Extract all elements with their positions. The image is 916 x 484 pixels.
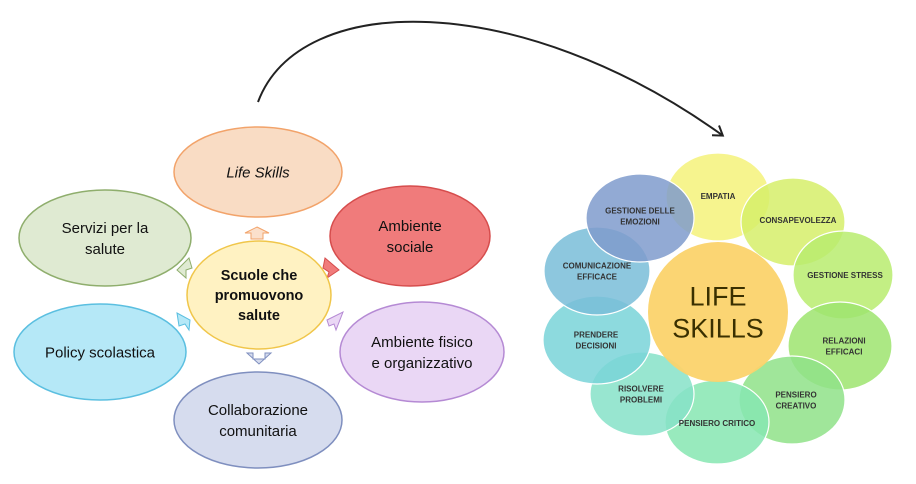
node-life-skills-shape [173,126,343,218]
node-policy: Policy scolastica [13,303,187,401]
skill-gestione-emozioni-label-line-2: EMOZIONI [620,217,660,226]
skill-empatia-label-line-1: EMPATIA [701,192,736,201]
skill-risolvere-label-line-2: PROBLEMI [620,395,662,404]
node-collaborazione: Collaborazione comunitaria [173,371,343,469]
node-policy-label-line-1: Policy scolastica [45,344,156,361]
node-ambiente-fisico-shape [339,301,505,403]
life-skills-wheel: EMPATIA CONSAPEVOLEZZA GESTIONE STRESS RELA… [542,152,894,465]
wheel-center-shape [648,242,788,382]
node-servizi-shape [18,189,192,287]
node-center-shape [186,240,332,350]
node-servizi-label-line-1: Servizi per la [62,220,149,237]
wheel-center-label-line-2: SKILLS [672,313,764,343]
node-policy-shape [13,303,187,401]
skill-pensiero-creativo-label-line-2: CREATIVO [776,401,817,410]
skill-gestione-emozioni [585,173,695,263]
node-center-label-line-2: promuovono [215,288,304,304]
skill-relazioni-label-line-1: RELAZIONI [822,336,865,345]
skill-consapevolezza-label-line-1: CONSAPEVOLEZZA [760,216,837,225]
node-center-label-line-3: salute [238,308,280,324]
node-ambiente-sociale-shape [329,185,491,287]
skill-prendere-label-line-2: DECISIONI [576,341,617,350]
arrow-up [244,226,270,240]
wheel-center-label-line-1: LIFE [689,281,746,311]
node-center-label-line-1: Scuole che [221,268,298,284]
skill-labels: EMPATIA CONSAPEVOLEZZA GESTIONE STRESS RELA… [563,192,884,428]
skill-gestione-emozioni-label-line-1: GESTIONE DELLE [605,206,675,215]
node-collaborazione-label-line-1: Collaborazione [208,402,308,419]
node-ambiente-fisico-label-line-1: Ambiente fisico [371,334,473,351]
node-servizi-label-line-2: salute [85,241,125,258]
node-ambiente-fisico-label-line-2: e organizzativo [372,355,473,372]
arrow-lower-right [326,310,344,332]
skill-comunicazione-label-line-1: COMUNICAZIONE [563,261,632,270]
block-arrows [176,226,344,365]
node-ambiente-sociale: Ambiente sociale [329,185,491,287]
skill-gestione-emozioni-shape [585,173,695,263]
arrow-lower-left [176,312,191,332]
skill-prendere-label-line-1: PRENDERE [574,330,619,339]
node-life-skills-label-line-1: Life Skills [226,164,290,181]
skill-gestione-stress-label-line-1: GESTIONE STRESS [807,271,883,280]
node-ambiente-fisico: Ambiente fisico e organizzativo [339,301,505,403]
arrow-down [245,352,273,365]
skill-pensiero-creativo-label-line-1: PENSIERO [775,390,816,399]
skill-comunicazione-label-line-2: EFFICACE [577,272,618,281]
arrow-upper-left [176,257,193,280]
node-ambiente-sociale-label-line-2: sociale [387,239,434,256]
arrow-upper-right [322,257,340,280]
skill-pensiero-critico-label-line-1: PENSIERO CRITICO [679,419,755,428]
node-center: Scuole che promuovono salute [186,240,332,350]
node-collaborazione-shape [173,371,343,469]
node-servizi: Servizi per la salute [18,189,192,287]
node-life-skills: Life Skills [173,126,343,218]
node-ambiente-sociale-label-line-1: Ambiente [378,218,441,235]
connector-arrow [257,20,725,137]
skill-relazioni-label-line-2: EFFICACI [826,347,863,356]
skill-risolvere-label-line-1: RISOLVERE [618,384,664,393]
node-collaborazione-label-line-2: comunitaria [219,423,297,440]
